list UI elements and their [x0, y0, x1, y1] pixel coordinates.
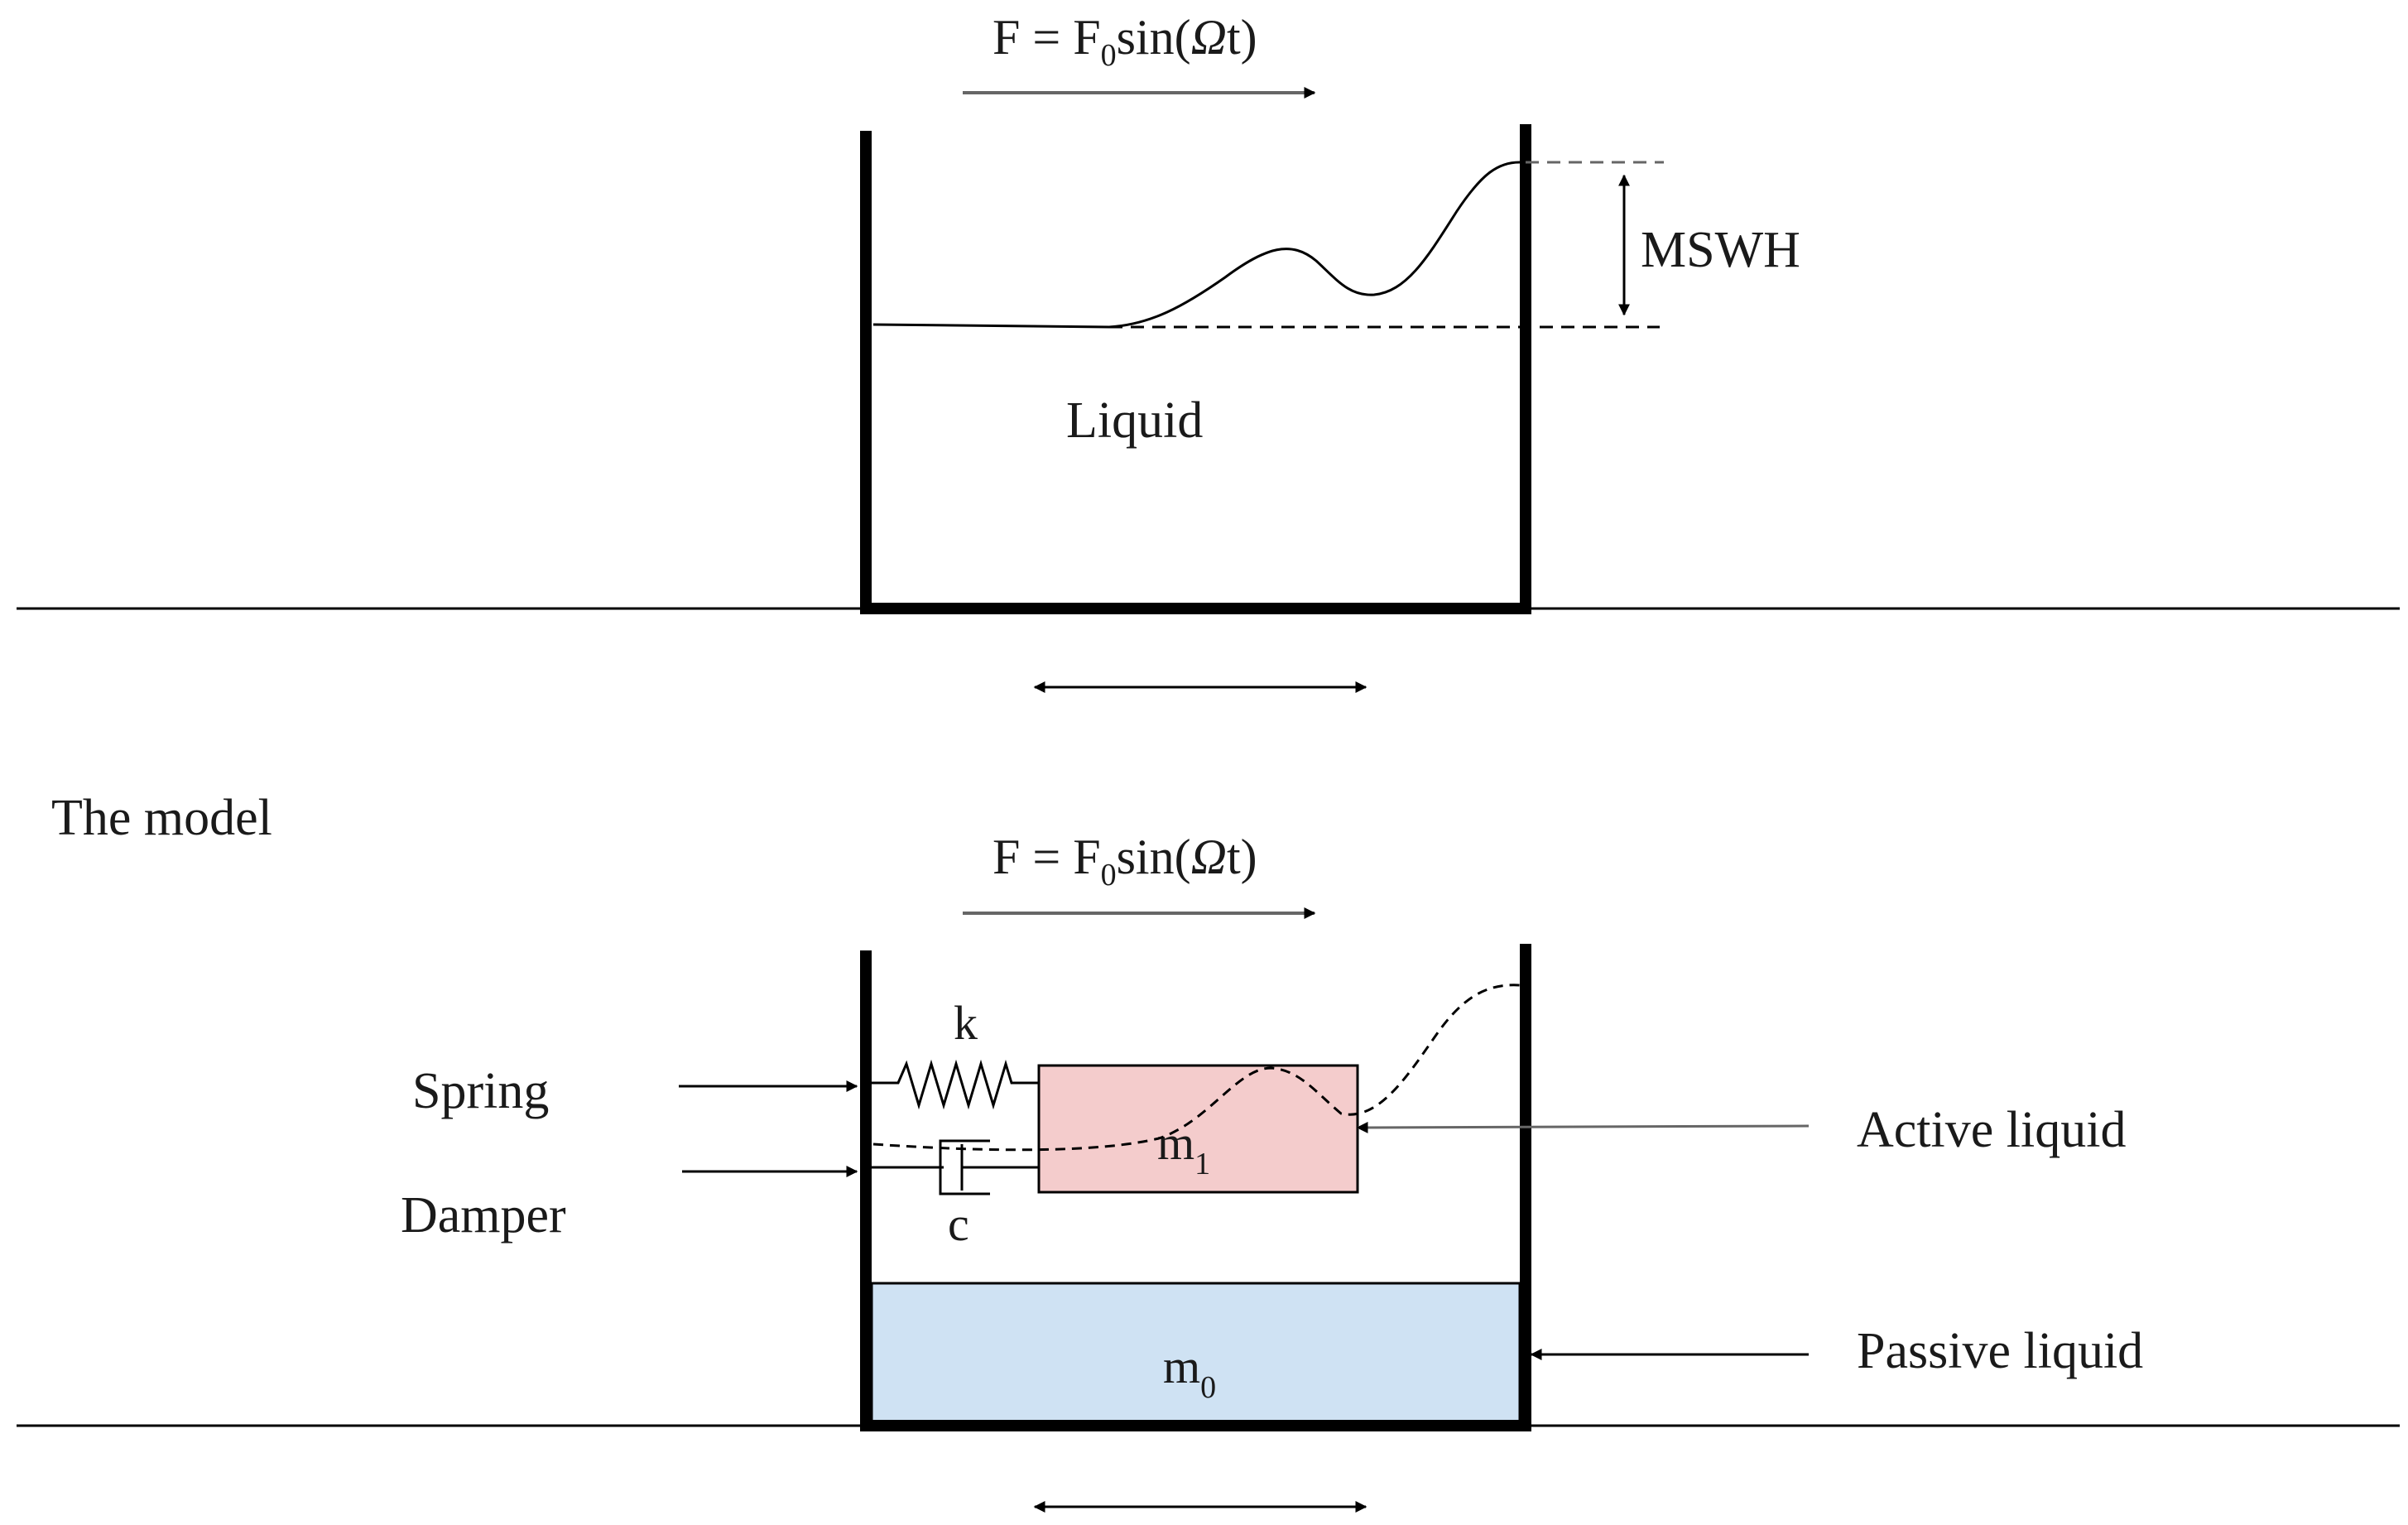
real-tank-panel: F = F0sin(Ωt) MSWH Liquid	[17, 10, 2400, 693]
mswh-label: MSWH	[1641, 222, 1800, 278]
active-mass-label: m1	[1157, 1116, 1210, 1181]
model-liquid-surface-dashed	[872, 984, 1521, 1152]
spring	[872, 1059, 1039, 1110]
model-panel: F = F0sin(Ωt) m0 m1 k c Spring	[17, 830, 2400, 1513]
active-liquid-label: Active liquid	[1857, 1102, 2126, 1158]
damper	[872, 1139, 1039, 1195]
top-liquid-surface	[872, 161, 1522, 329]
top-tank-outline	[860, 124, 1531, 614]
passive-liquid-label: Passive liquid	[1857, 1323, 2143, 1379]
model-force-label: F = F0sin(Ωt)	[993, 830, 1257, 892]
damper-constant-label: c	[948, 1197, 969, 1251]
liquid-label: Liquid	[1066, 392, 1203, 449]
top-force-label: F = F0sin(Ωt)	[993, 10, 1257, 73]
damper-label: Damper	[401, 1187, 566, 1244]
section-title: The model	[51, 790, 272, 846]
passive-mass-label: m0	[1163, 1340, 1216, 1405]
active-mass-block	[1037, 1064, 1359, 1194]
spring-constant-label: k	[954, 996, 978, 1050]
active-liquid-pointer-arrow	[1356, 1121, 1810, 1133]
spring-label: Spring	[412, 1063, 549, 1119]
